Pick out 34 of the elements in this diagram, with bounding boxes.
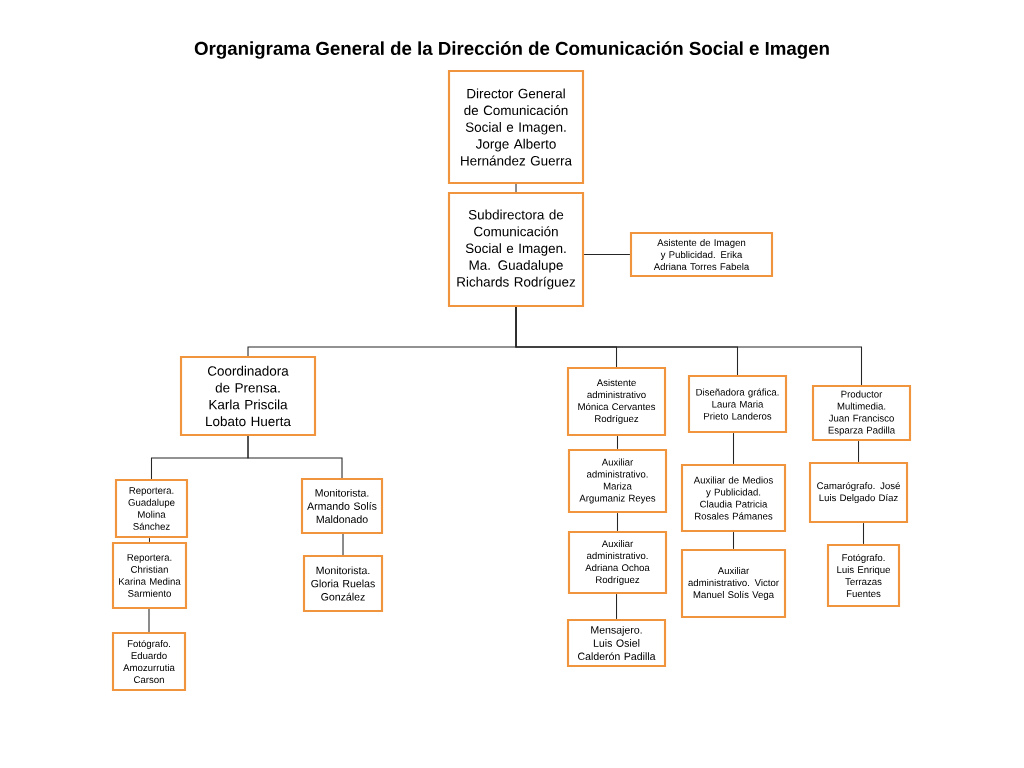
connector-line xyxy=(616,512,619,532)
connector-line xyxy=(616,435,619,450)
position-box: Fotógrafo. Eduardo Amozurrutia Carson xyxy=(111,631,187,692)
position-box: Coordinadora de Prensa. Karla Priscila Lobato Huerta xyxy=(179,355,317,437)
position-box: Reportera. Christian Karina Medina Sarmiento xyxy=(111,541,188,610)
position-box: Monitorista. Armando Solís Maldonado xyxy=(300,477,384,535)
connector-line xyxy=(583,253,631,256)
connector-line xyxy=(858,440,860,463)
position-box: Director General de Comunicación Social e Imagen. Jorge Alberto Hernández Guerra xyxy=(447,69,585,185)
connector-line xyxy=(148,537,151,543)
position-box: Auxiliar administrativo. Mariza Argumaniz Reyes xyxy=(567,448,668,514)
position-box: Reportera. Guadalupe Molina Sánchez xyxy=(114,478,189,539)
position-box: Asistente de Imagen y Publicidad. Erika Adriana Torres Fabela xyxy=(629,231,774,278)
connector-line xyxy=(732,531,735,550)
connector-line xyxy=(148,608,150,633)
position-box: Auxiliar administrativo. Victor Manuel Solís Vega xyxy=(680,548,787,619)
connector-line xyxy=(862,522,865,545)
connector-line xyxy=(732,432,735,465)
position-box: Fotógrafo. Luis Enrique Terrazas Fuentes xyxy=(826,543,901,608)
position-box: Diseñadora gráfica. Laura Maria Prieto Landeros xyxy=(687,374,788,434)
connector-line xyxy=(247,435,343,479)
position-box: Monitorista. Gloria Ruelas González xyxy=(302,554,384,613)
connector-line xyxy=(342,533,344,556)
connector-line xyxy=(515,306,863,386)
position-box: Asistente administrativo Mónica Cervantes Rodríguez xyxy=(566,366,667,437)
position-box: Auxiliar de Medios y Publicidad. Claudia Patricia Rosales Pámanes xyxy=(680,463,787,533)
position-box: Productor Multimedia. Juan Francisco Esparza Padilla xyxy=(811,384,912,442)
position-box: Auxiliar administrativo. Adriana Ochoa Rodríguez xyxy=(567,530,668,595)
connector-line xyxy=(515,183,517,193)
position-box: Subdirectora de Comunicación Social e Imagen. Ma. Guadalupe Richards Rodríguez xyxy=(447,191,585,308)
position-box: Camarógrafo. José Luis Delgado Díaz xyxy=(808,461,909,524)
title: Organigrama General de la Dirección de Comunicación Social e Imagen xyxy=(194,41,829,59)
connector-line xyxy=(616,593,618,620)
position-box: Mensajero. Luis Osiel Calderón Padilla xyxy=(566,618,667,668)
